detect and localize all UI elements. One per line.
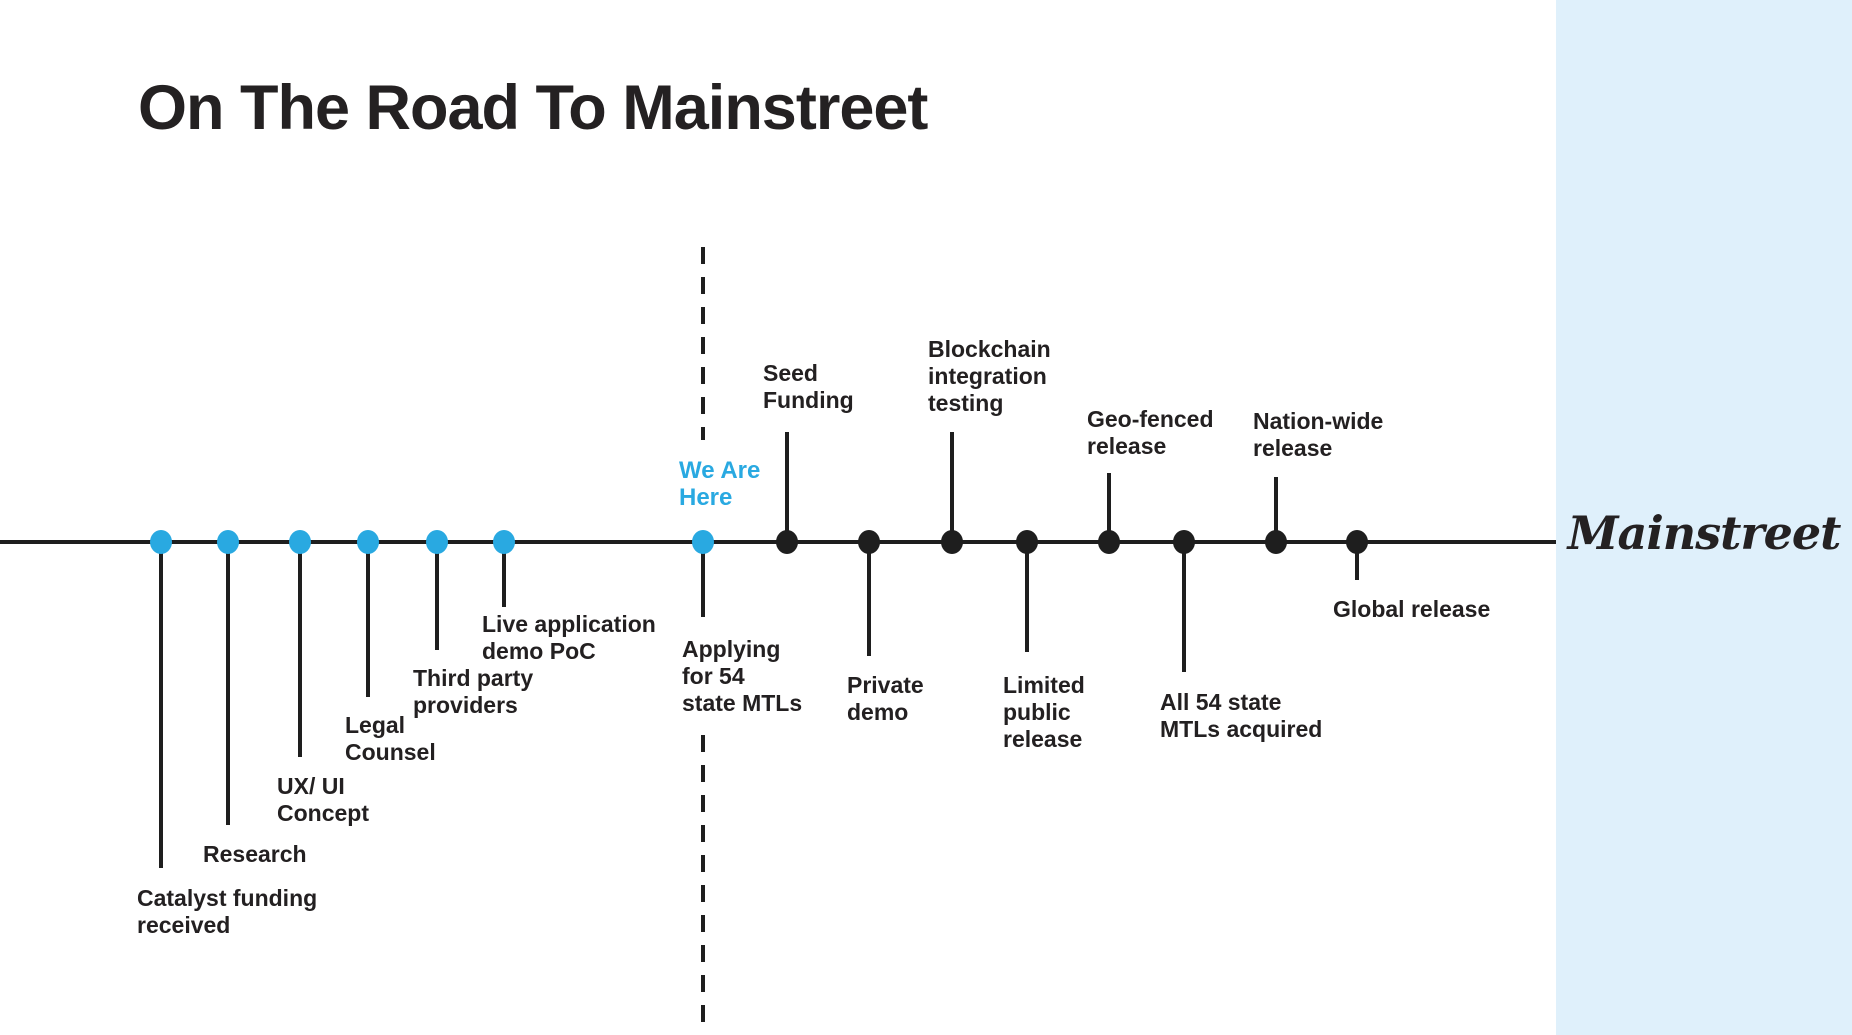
milestone-stem-blockchain-integration-testing [950,432,954,542]
milestone-label-third-party-providers: Third party providers [413,665,534,718]
milestone-dot-geo-fenced-release [1098,530,1120,554]
milestone-dot-all-54-state-mtls-acquired [1173,530,1195,554]
page-title: On The Road To Mainstreet [138,73,928,143]
milestone-label-limited-public-release: Limited public release [1003,672,1085,752]
milestone-stem-applying-for-54-state-mtls [701,542,705,617]
milestone-dot-nation-wide-release [1265,530,1287,554]
we-are-here-divider-top [701,247,705,440]
we-are-here-divider-bottom [701,735,705,1035]
milestone-label-legal-counsel: Legal Counsel [345,712,436,765]
milestone-stem-research [226,542,230,825]
milestone-stem-limited-public-release [1025,542,1029,652]
milestone-label-seed-funding: Seed Funding [763,360,854,413]
milestone-dot-ux-ui-concept [289,530,311,554]
milestone-dot-applying-for-54-state-mtls [692,530,714,554]
milestone-label-applying-for-54-state-mtls: Applying for 54 state MTLs [682,636,803,716]
milestone-label-geo-fenced-release: Geo-fenced release [1087,406,1214,459]
milestone-dot-global-release [1346,530,1368,554]
we-are-here-label: We Are Here [679,457,761,511]
milestone-label-private-demo: Private demo [847,672,924,725]
milestone-stem-legal-counsel [366,542,370,697]
milestone-dot-blockchain-integration-testing [941,530,963,554]
milestone-stem-catalyst-funding-received [159,542,163,868]
brand-panel: Mainstreet [1556,0,1852,1035]
milestone-dot-research [217,530,239,554]
milestone-stem-seed-funding [785,432,789,542]
milestone-label-all-54-state-mtls-acquired: All 54 state MTLs acquired [1160,689,1323,742]
milestone-dot-live-application-demo-poc [493,530,515,554]
milestone-dot-private-demo [858,530,880,554]
milestone-label-live-application-demo-poc: Live application demo PoC [482,611,656,664]
milestone-stem-ux-ui-concept [298,542,302,757]
brand-logo: Mainstreet [1567,506,1842,560]
milestone-stem-private-demo [867,542,871,656]
milestone-dot-legal-counsel [357,530,379,554]
milestone-dot-seed-funding [776,530,798,554]
milestone-stem-live-application-demo-poc [502,542,506,607]
milestone-label-nation-wide-release: Nation-wide release [1253,408,1384,461]
milestone-label-blockchain-integration-testing: Blockchain integration testing [928,336,1051,416]
milestone-stem-global-release [1355,542,1359,580]
milestone-label-global-release: Global release [1333,596,1491,622]
milestone-label-ux-ui-concept: UX/ UI Concept [277,773,369,826]
milestone-stem-geo-fenced-release [1107,473,1111,542]
milestone-dot-third-party-providers [426,530,448,554]
milestone-dot-limited-public-release [1016,530,1038,554]
milestone-stem-nation-wide-release [1274,477,1278,542]
milestone-label-research: Research [203,841,307,867]
milestone-stem-third-party-providers [435,542,439,650]
milestone-dot-catalyst-funding-received [150,530,172,554]
milestone-stem-all-54-state-mtls-acquired [1182,542,1186,672]
milestone-label-catalyst-funding-received: Catalyst funding received [137,885,318,938]
